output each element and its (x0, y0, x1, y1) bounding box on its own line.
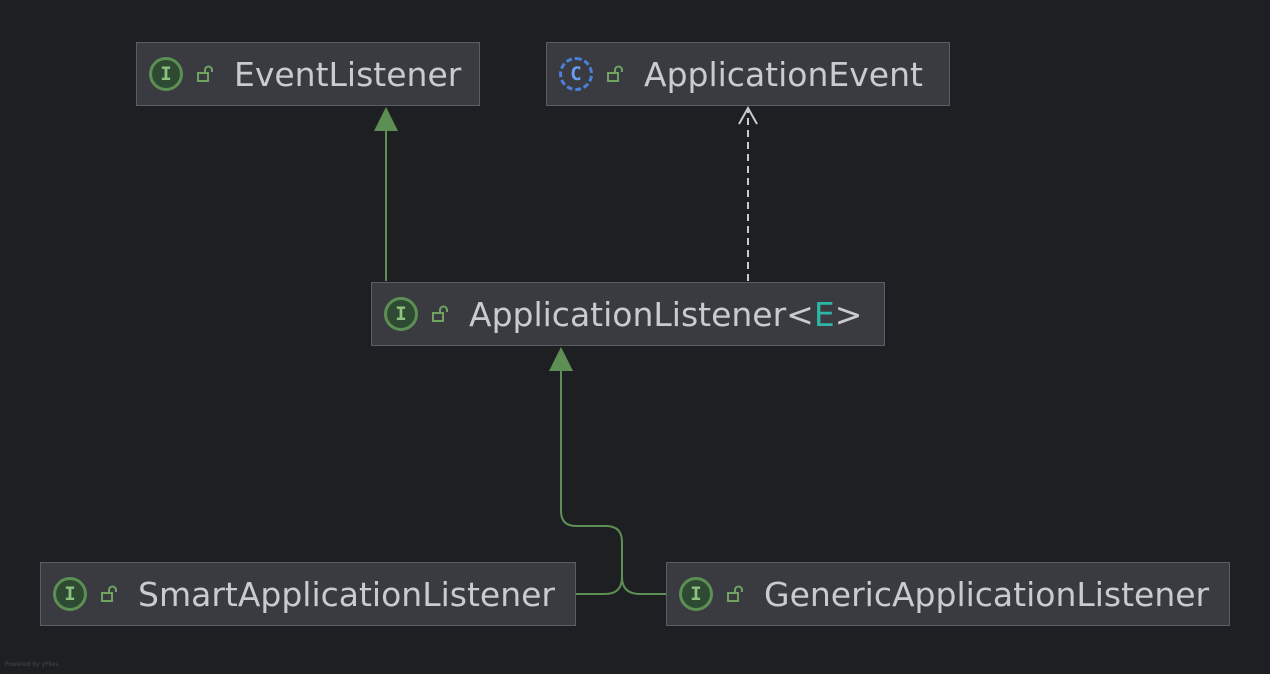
edge-smart-extends-applicationlistener (560, 370, 623, 595)
node-label: SmartApplicationListener (138, 574, 555, 614)
edge-generic-extends-applicationlistener (621, 576, 666, 595)
node-event-listener[interactable]: I EventListener (136, 42, 480, 106)
generic-open-bracket: < (786, 294, 814, 334)
unlocked-icon (432, 305, 448, 322)
interface-icon: I (384, 297, 418, 331)
node-label: ApplicationListener (469, 294, 787, 334)
unlocked-icon (607, 65, 623, 82)
node-smart-application-listener[interactable]: I SmartApplicationListener (40, 562, 576, 626)
node-application-listener[interactable]: I ApplicationListener<E> (371, 282, 885, 346)
node-generic-application-listener[interactable]: I GenericApplicationListener (666, 562, 1230, 626)
unlocked-icon (197, 65, 213, 82)
arrowhead-eventlistener (374, 107, 398, 131)
arrowhead-applicationevent (738, 105, 758, 125)
generic-close-bracket: > (834, 294, 863, 334)
interface-icon: I (53, 577, 87, 611)
interface-icon: I (149, 57, 183, 91)
footer-credit: Powered by yFiles (5, 661, 59, 668)
node-label: EventListener (234, 54, 462, 94)
type-parameter: E (813, 294, 835, 334)
arrowhead-applicationlistener (549, 347, 573, 371)
node-application-event[interactable]: C ApplicationEvent (546, 42, 950, 106)
node-label: GenericApplicationListener (764, 574, 1210, 614)
unlocked-icon (727, 585, 743, 602)
interface-icon: I (679, 577, 713, 611)
unlocked-icon (101, 585, 117, 602)
node-label: ApplicationEvent (644, 54, 923, 94)
class-icon: C (559, 57, 593, 91)
